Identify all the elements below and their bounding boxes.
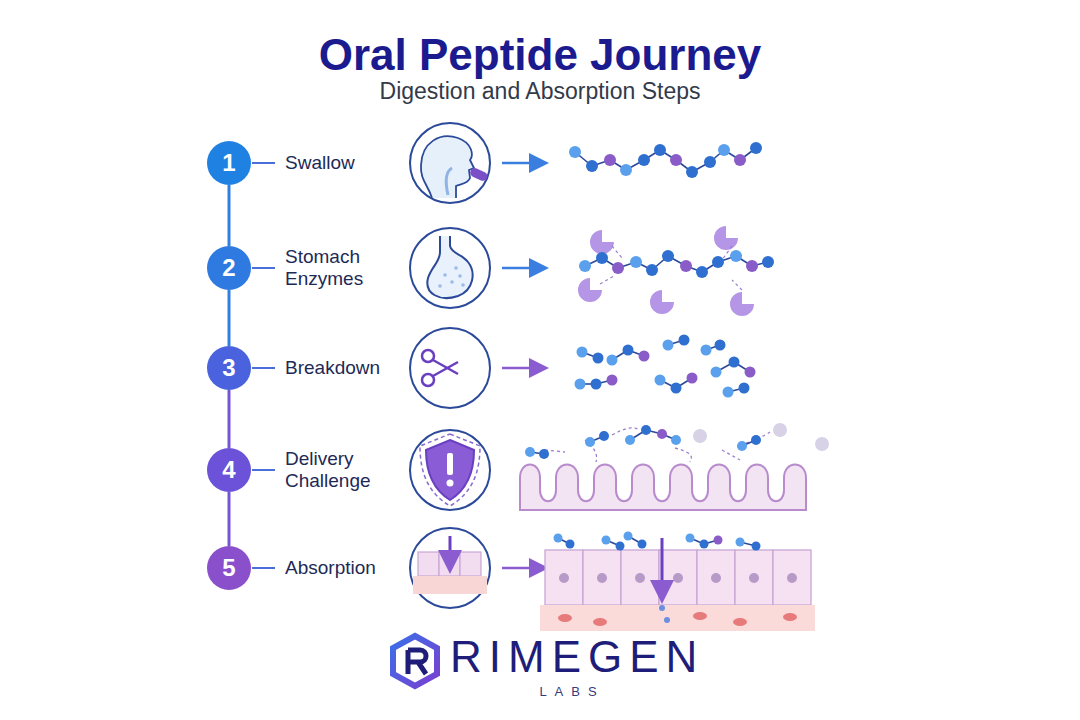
- step-number: 5: [222, 554, 235, 582]
- step-label: Absorption: [285, 557, 376, 579]
- step-number: 3: [222, 354, 235, 382]
- step-circle: 4Delivery Challenge: [207, 448, 251, 492]
- step-number: 4: [222, 456, 235, 484]
- step-label: Breakdown: [285, 357, 380, 379]
- logo-subword: LABS: [450, 684, 694, 699]
- step-label: Delivery Challenge: [285, 448, 385, 492]
- step-label: Stomach Enzymes: [285, 246, 385, 290]
- timeline-connector: [228, 390, 231, 448]
- timeline-connector: [228, 185, 231, 246]
- step-label: Swallow: [285, 152, 355, 174]
- step-circle: 2Stomach Enzymes: [207, 246, 251, 290]
- subtitle: Digestion and Absorption Steps: [0, 78, 1080, 105]
- step-number: 1: [222, 149, 235, 177]
- timeline-connector: [228, 290, 231, 346]
- diagram-title: Oral Peptide Journey: [0, 30, 1080, 80]
- timeline-connector: [228, 492, 231, 546]
- step-circle: 1Swallow: [207, 141, 251, 185]
- step-circle: 3Breakdown: [207, 346, 251, 390]
- step-number: 2: [222, 254, 235, 282]
- step-circle: 5Absorption: [207, 546, 251, 590]
- logo-word: RIMEGEN: [450, 632, 704, 682]
